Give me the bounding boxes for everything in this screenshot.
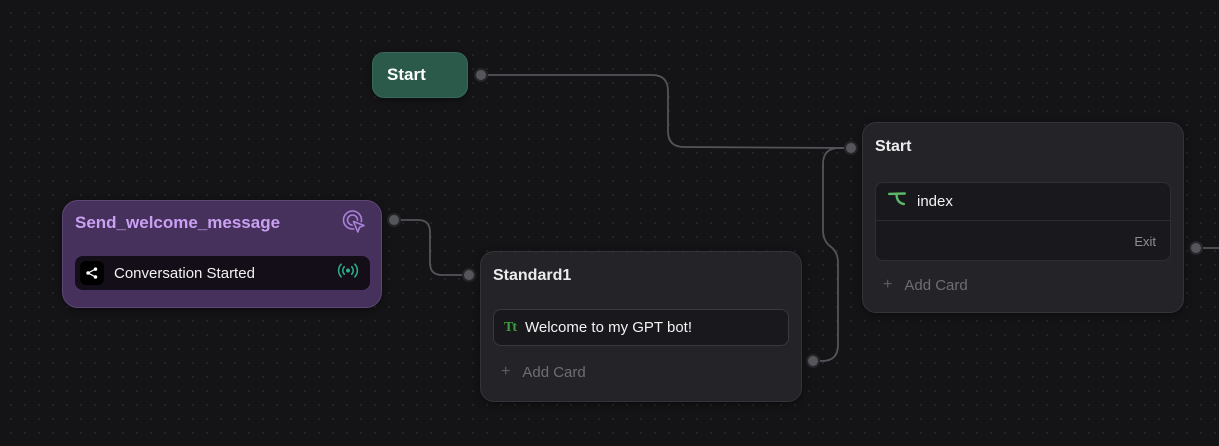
- node-send-welcome-message[interactable]: Send_welcome_message Conversation Starte…: [62, 200, 382, 308]
- plus-icon: +: [883, 276, 893, 293]
- node-title: Start: [875, 138, 912, 155]
- card-row-exit[interactable]: Exit: [876, 221, 1170, 261]
- port-start-page-in[interactable]: [844, 141, 858, 155]
- card-row-index[interactable]: index: [876, 183, 1170, 221]
- broadcast-icon: [336, 262, 360, 284]
- prompt-tau-icon: [886, 188, 908, 215]
- exit-label: Exit: [1134, 233, 1156, 249]
- card-text: Welcome to my GPT bot!: [525, 319, 692, 336]
- node-standard1[interactable]: Standard1 Tt Welcome to my GPT bot! + Ad…: [480, 251, 802, 402]
- trigger-conversation-started[interactable]: Conversation Started: [75, 256, 370, 290]
- start-trigger-label: Start: [387, 65, 426, 84]
- port-start-page-out[interactable]: [1189, 241, 1203, 255]
- node-start-trigger[interactable]: Start: [372, 52, 468, 98]
- edge-standard1-to-startpage[interactable]: [813, 147, 851, 362]
- plus-icon: +: [501, 363, 511, 380]
- add-card-button[interactable]: + Add Card: [883, 276, 968, 294]
- edge-start-to-startpage[interactable]: [481, 74, 852, 149]
- add-card-label: Add Card: [904, 276, 968, 294]
- port-send-welcome-out[interactable]: [387, 213, 401, 227]
- text-card[interactable]: Tt Welcome to my GPT bot!: [493, 309, 789, 346]
- add-card-label: Add Card: [522, 363, 586, 381]
- card-row-label: index: [917, 193, 953, 210]
- port-start-trigger-out[interactable]: [474, 68, 488, 82]
- trigger-label: Conversation Started: [114, 264, 255, 282]
- cursor-click-icon: [341, 209, 369, 242]
- page-card[interactable]: index Exit: [875, 182, 1171, 261]
- text-icon: Tt: [504, 319, 517, 335]
- add-card-button[interactable]: + Add Card: [501, 363, 586, 381]
- edge-welcome-to-standard1[interactable]: [394, 219, 469, 276]
- node-title: Send_welcome_message: [75, 213, 281, 232]
- node-start-page[interactable]: Start index Exit + Add Card: [862, 122, 1184, 313]
- share-icon: [80, 261, 104, 285]
- port-standard1-in[interactable]: [462, 268, 476, 282]
- port-standard1-out[interactable]: [806, 354, 820, 368]
- node-title: Standard1: [493, 267, 572, 284]
